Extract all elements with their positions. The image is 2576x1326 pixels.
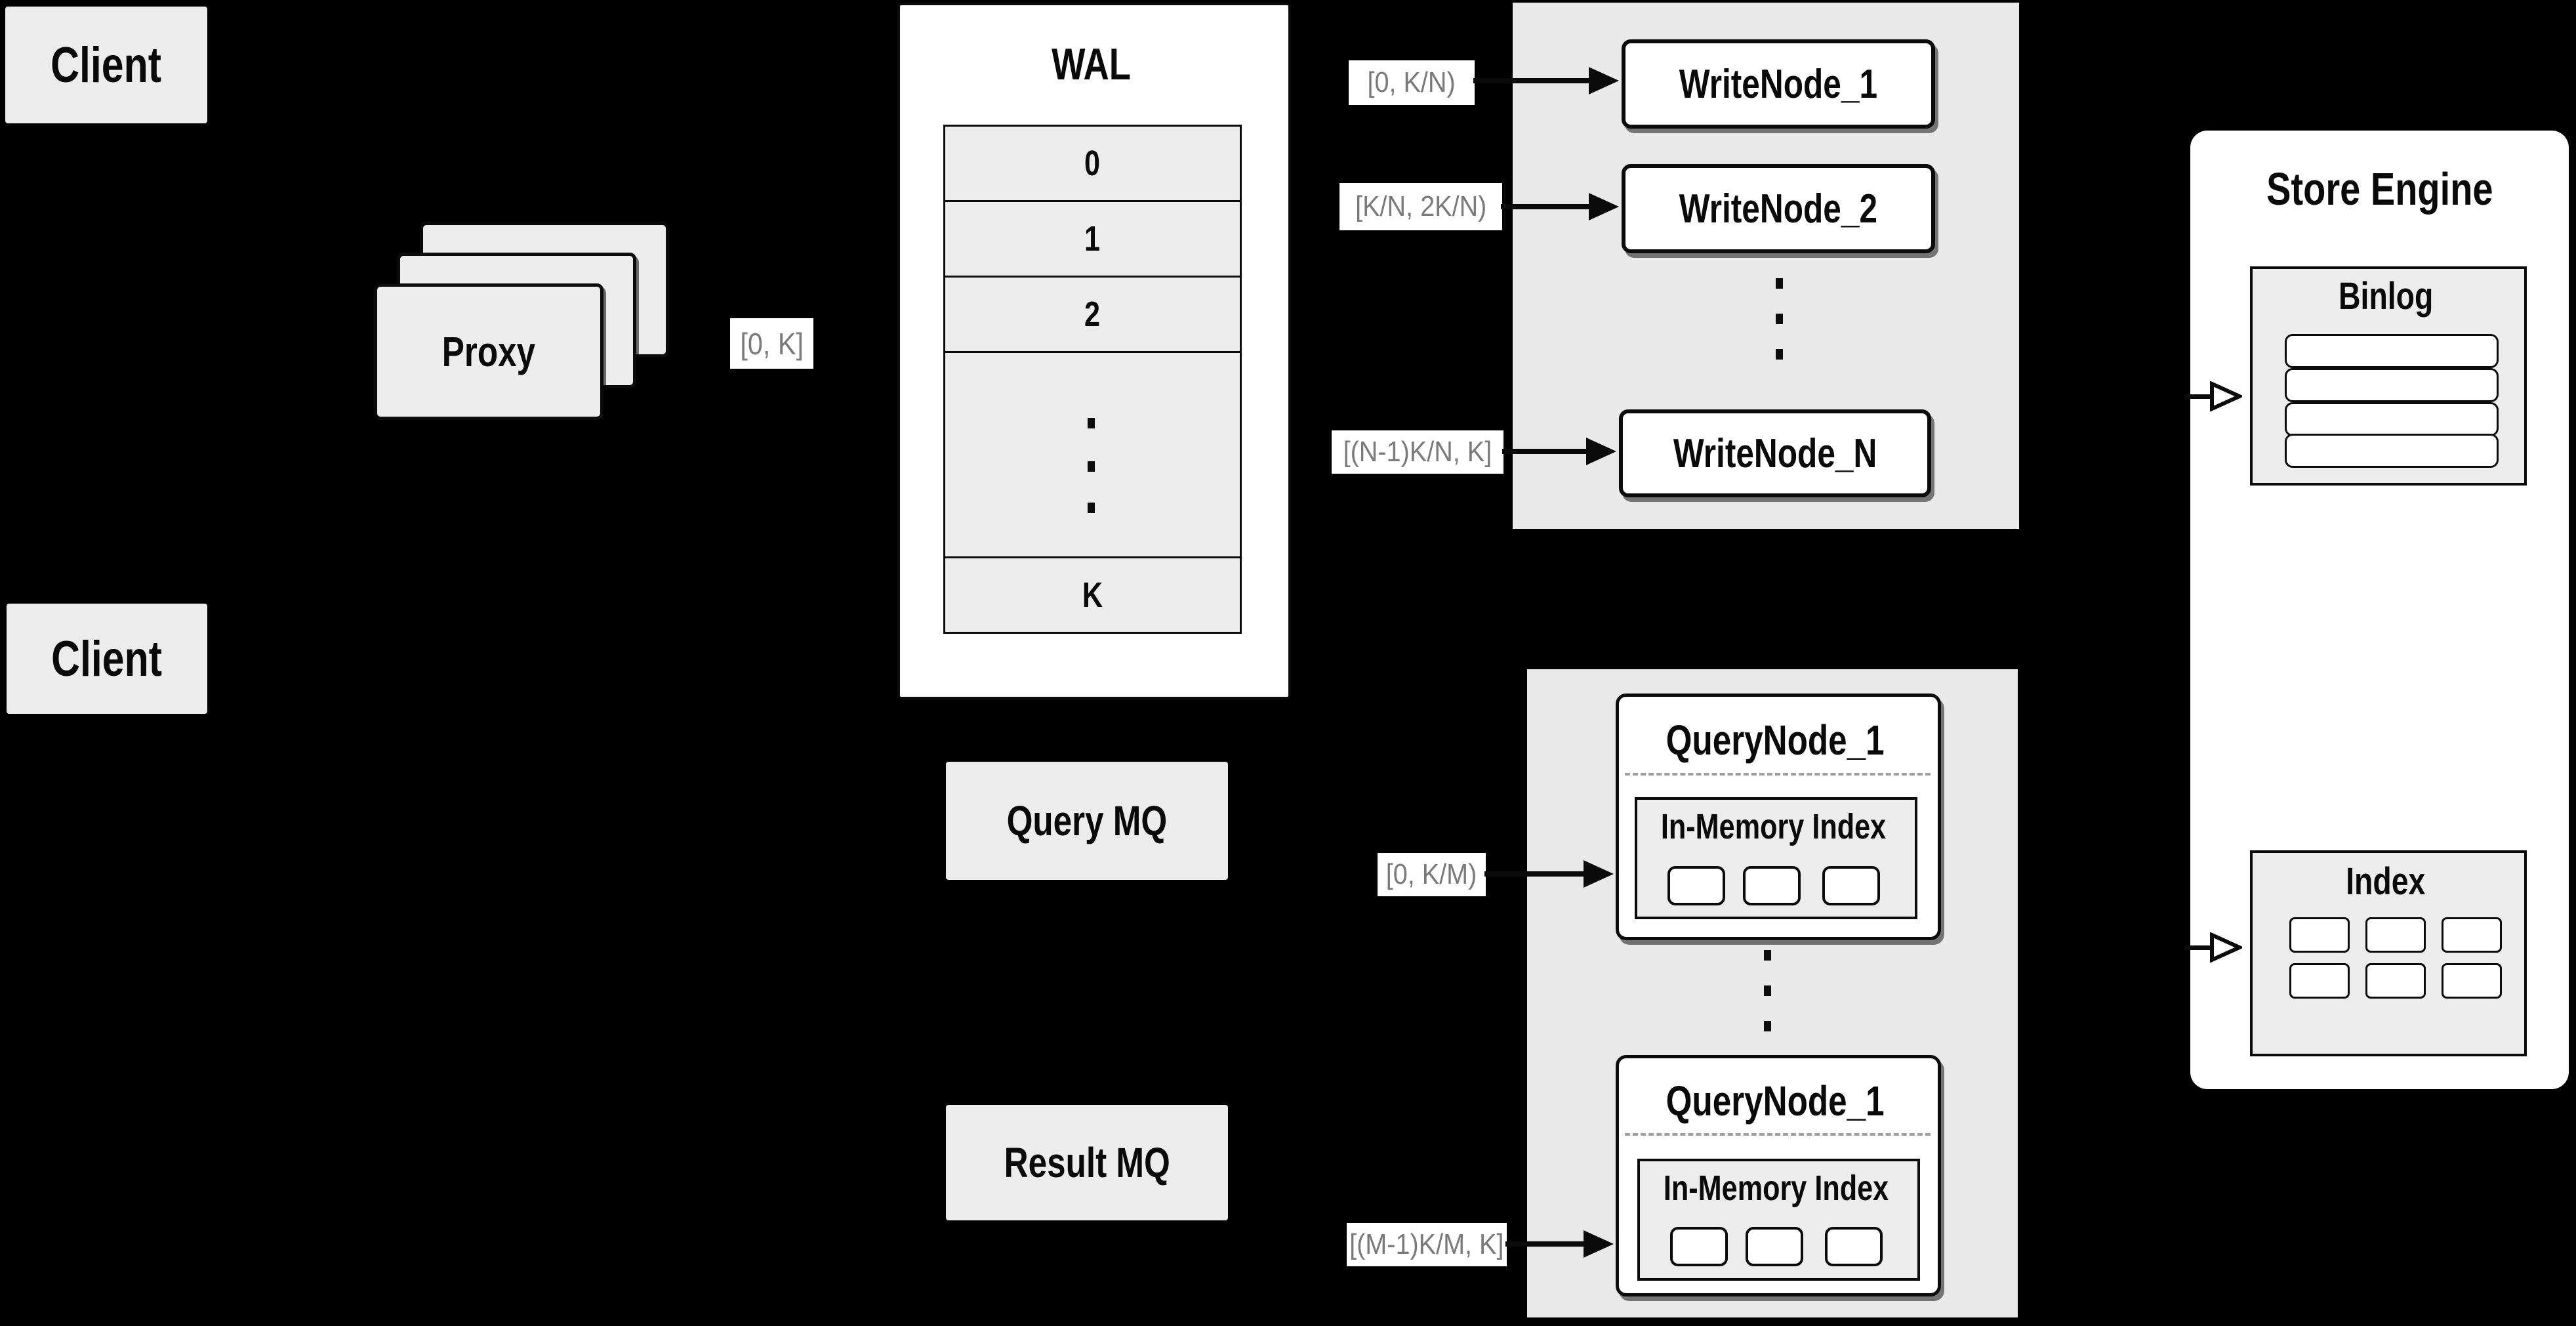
binlog-title-wrap: Binlog	[2250, 274, 2522, 318]
wal-row-2-label: 2	[1084, 295, 1101, 334]
query-node-1-label: QueryNode_1	[1666, 716, 1885, 764]
range-label-query-1: [0, K/M)	[1378, 853, 1486, 896]
query-ellipsis-dot	[1764, 950, 1771, 961]
memory-chip	[1667, 866, 1725, 905]
arrow-line-binlog	[2184, 394, 2212, 399]
query-node-2-title-wrap: QueryNode_1	[1616, 1076, 1934, 1126]
range-label-write-2-text: [K/N, 2K/N)	[1355, 190, 1487, 222]
binlog-segment	[2285, 434, 2499, 468]
memory-chip	[1825, 1227, 1883, 1266]
query-node-2-divider	[1625, 1133, 1931, 1136]
binlog-title: Binlog	[2338, 274, 2434, 318]
range-label-write-n-text: [(N-1)K/N, K]	[1343, 436, 1492, 468]
memory-chip	[1670, 1227, 1728, 1266]
range-label-write-1: [0, K/N)	[1349, 60, 1475, 105]
wal-title-wrap: WAL	[897, 37, 1286, 92]
wal-row-ellipsis	[943, 351, 1242, 558]
binlog-segment	[2285, 334, 2499, 368]
arrow-head-binlog-open	[2210, 381, 2242, 411]
index-box	[2250, 850, 2527, 1056]
index-title: Index	[2346, 860, 2426, 903]
memory-chip	[1746, 1227, 1803, 1266]
range-label-0-k-text: [0, K]	[740, 326, 804, 361]
query-mq-label: Query MQ	[1006, 797, 1168, 844]
in-memory-index-title-wrap-2: In-Memory Index	[1637, 1169, 1915, 1208]
client-box-bottom: Client	[7, 604, 207, 714]
index-chip	[2442, 917, 2502, 953]
wal-row-k-label: K	[1082, 575, 1103, 615]
range-label-write-2: [K/N, 2K/N)	[1339, 183, 1502, 230]
write-node-n: WriteNode_N	[1619, 409, 1931, 497]
wal-ellipsis-dot	[1088, 461, 1095, 472]
index-chip	[2289, 963, 2350, 999]
arrow-head-query-1	[1584, 860, 1614, 888]
range-label-write-n: [(N-1)K/N, K]	[1332, 430, 1503, 474]
query-mq-box: Query MQ	[946, 762, 1228, 880]
store-engine-title-wrap: Store Engine	[2190, 161, 2569, 217]
write-ellipsis-dot	[1776, 314, 1783, 324]
arrow-line-write-n	[1502, 449, 1586, 454]
wal-row-k: K	[943, 556, 1242, 634]
wal-title: WAL	[1052, 39, 1132, 89]
client-box-top: Client	[5, 7, 207, 123]
client-top-label: Client	[51, 37, 162, 93]
range-label-query-m-text: [(M-1)K/M, K]	[1349, 1228, 1504, 1260]
arrow-head-write-1	[1589, 67, 1619, 94]
query-ellipsis-dot	[1764, 985, 1771, 996]
arrow-head-query-m	[1584, 1230, 1614, 1258]
memory-chip	[1743, 866, 1801, 905]
query-ellipsis-dot	[1764, 1021, 1771, 1031]
range-label-write-1-text: [0, K/N)	[1367, 66, 1456, 98]
result-mq-box: Result MQ	[946, 1105, 1228, 1220]
client-bottom-label: Client	[51, 631, 163, 687]
range-label-query-m: [(M-1)K/M, K]	[1347, 1223, 1507, 1266]
wal-row-2: 2	[943, 276, 1242, 353]
write-node-2: WriteNode_2	[1622, 164, 1935, 253]
wal-ellipsis-dot	[1088, 418, 1095, 428]
binlog-segment	[2285, 368, 2499, 402]
arrow-line-query-1	[1484, 871, 1584, 877]
range-label-0-k: [0, K]	[730, 318, 813, 369]
proxy-card-front: Proxy	[374, 283, 603, 420]
write-node-n-label: WriteNode_N	[1673, 430, 1877, 476]
write-node-2-label: WriteNode_2	[1679, 186, 1878, 232]
arrow-line-index	[2184, 945, 2212, 950]
wal-row-0: 0	[943, 125, 1242, 202]
write-ellipsis-dot	[1776, 349, 1783, 360]
write-node-1-label: WriteNode_1	[1679, 61, 1878, 107]
memory-chip	[1822, 866, 1880, 905]
wal-ellipsis-dot	[1088, 503, 1095, 513]
arrow-head-write-n	[1586, 438, 1616, 465]
wal-row-1: 1	[943, 200, 1242, 278]
binlog-segment	[2285, 402, 2499, 436]
arrow-line-write-2	[1501, 204, 1589, 209]
arrow-line-write-1	[1473, 78, 1589, 83]
index-title-wrap: Index	[2250, 860, 2522, 903]
index-chip	[2289, 917, 2350, 953]
in-memory-index-label-1: In-Memory Index	[1660, 807, 1887, 846]
write-node-1: WriteNode_1	[1622, 39, 1935, 129]
store-engine-title: Store Engine	[2266, 163, 2493, 215]
wal-row-1-label: 1	[1084, 219, 1101, 259]
result-mq-label: Result MQ	[1004, 1139, 1170, 1186]
query-node-2-label: QueryNode_1	[1666, 1077, 1885, 1125]
proxy-label: Proxy	[441, 328, 536, 375]
query-node-1-divider	[1625, 773, 1931, 776]
write-ellipsis-dot	[1776, 278, 1783, 289]
in-memory-index-label-2: In-Memory Index	[1663, 1169, 1889, 1208]
query-node-1-title-wrap: QueryNode_1	[1616, 715, 1934, 765]
range-label-query-1-text: [0, K/M)	[1386, 858, 1477, 890]
index-chip	[2442, 963, 2502, 999]
in-memory-index-title-wrap-1: In-Memory Index	[1635, 807, 1912, 846]
arrow-head-index-open	[2210, 932, 2242, 963]
index-chip	[2365, 963, 2426, 999]
arrow-head-write-2	[1589, 193, 1619, 220]
wal-row-0-label: 0	[1084, 144, 1101, 183]
index-chip	[2365, 917, 2426, 953]
arrow-line-query-m	[1505, 1241, 1584, 1247]
